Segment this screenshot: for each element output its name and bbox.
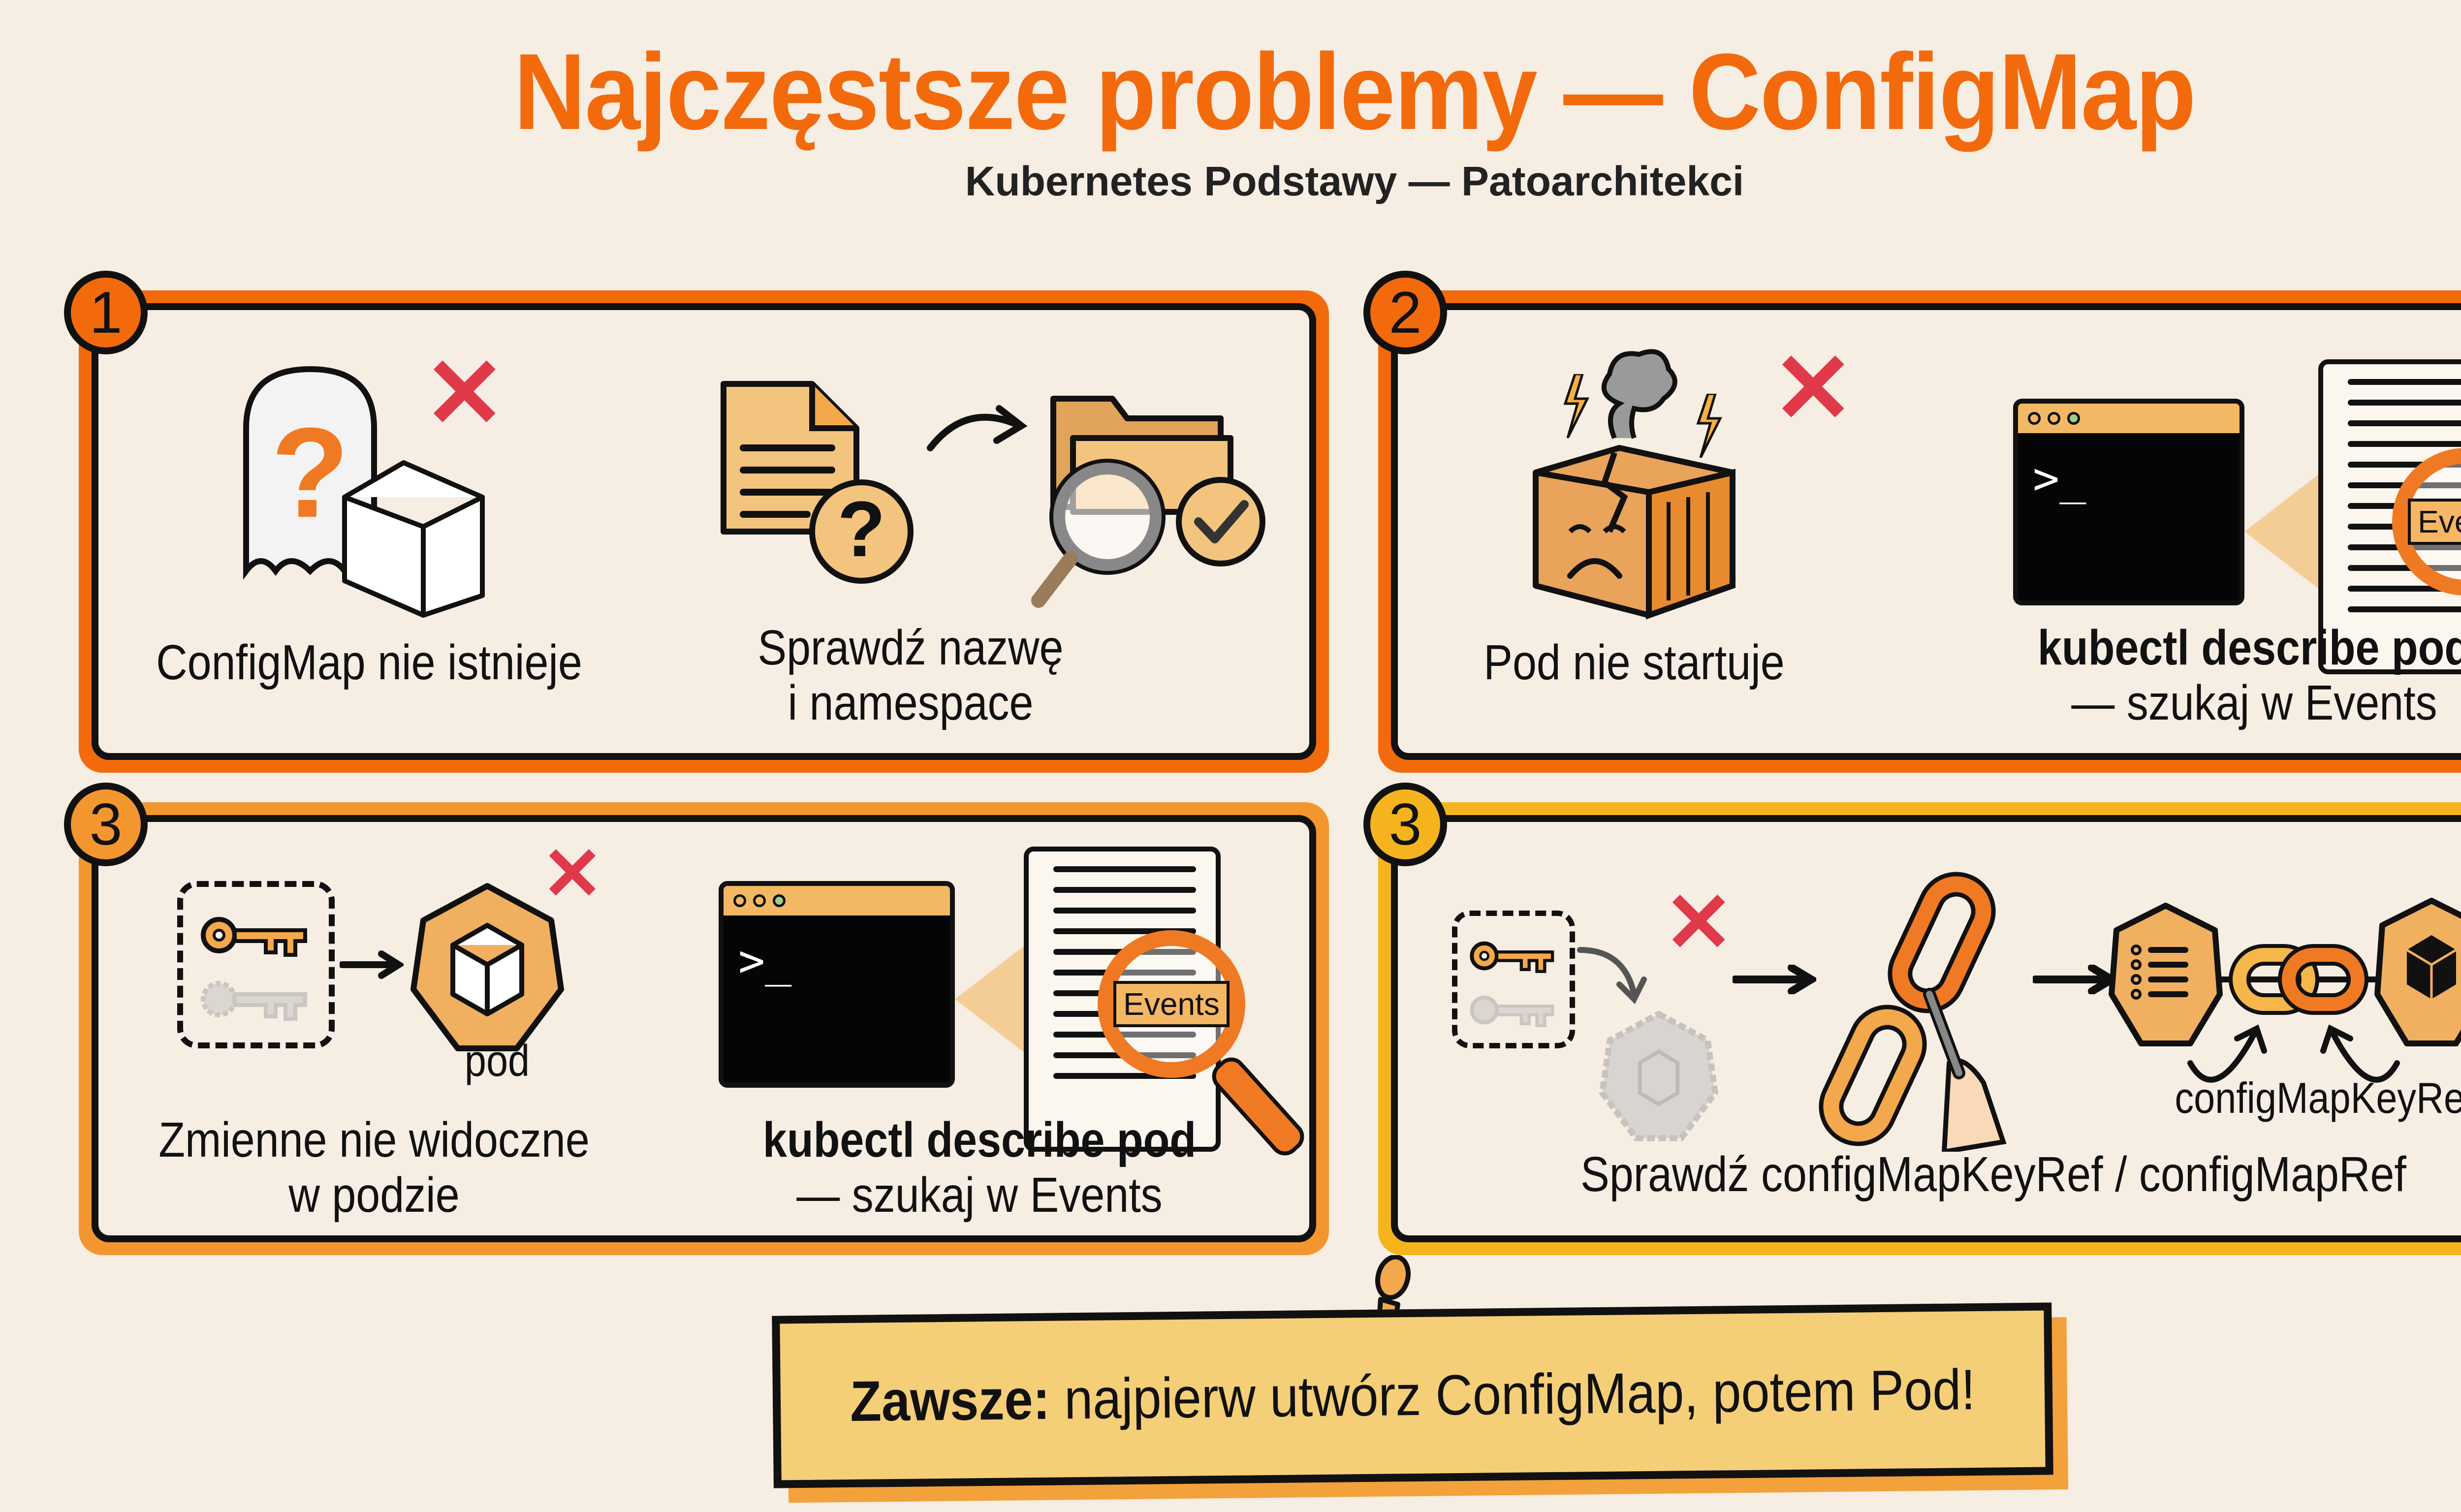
- key-icon: [201, 917, 307, 957]
- step-badge: 3: [1363, 783, 1447, 866]
- arrow-icon: [1733, 965, 1816, 994]
- curved-arrow-icon: [2187, 1024, 2267, 1083]
- problem-line-1: Zmienne nie widoczne: [158, 1112, 590, 1167]
- step-badge: 1: [64, 271, 148, 354]
- step-badge: 2: [1363, 271, 1447, 354]
- solution-command: kubectl describe pod: [762, 1112, 1197, 1167]
- dashed-key-container: [177, 881, 335, 1048]
- panel-3: 3 ✕ pod >_ Events Zmienne nie widoczne w…: [64, 783, 1329, 1255]
- reminder-bold: Zawsze:: [850, 1367, 1050, 1433]
- faded-key-icon: [201, 981, 307, 1021]
- svg-text:?: ?: [837, 485, 885, 573]
- checkmark-icon: [1176, 477, 1265, 567]
- document-question-icon: ?: [721, 381, 914, 584]
- panel-inner-border: [92, 303, 1316, 760]
- dashed-key-container: [1452, 911, 1575, 1048]
- terminal-prompt: >_: [738, 935, 792, 987]
- key-icon: [1470, 941, 1554, 973]
- problem-label: ConfigMap nie istnieje: [156, 635, 582, 690]
- panel-inner-border: [92, 815, 1316, 1242]
- window-dot: [2048, 412, 2060, 425]
- ref-label: configMapKeyRef: [2175, 1073, 2461, 1122]
- step-badge: 3: [64, 783, 148, 866]
- solution-line-2: — szukaj w Events: [2071, 675, 2437, 730]
- curved-arrow-icon: [1577, 947, 1647, 1004]
- terminal-icon: >_: [719, 881, 955, 1088]
- x-mark-icon: ✕: [1664, 876, 1734, 970]
- broken-box-icon: [1533, 445, 1735, 620]
- configmap-icon: [2109, 903, 2223, 1046]
- panel-inner-border: [1391, 815, 2461, 1242]
- scroll-line: [2348, 420, 2461, 426]
- panel-2: 2 ✕ >_ Events Pod nie startuje kubectl d…: [1363, 271, 2461, 773]
- magnifier-icon: [1031, 459, 1166, 608]
- x-mark-icon: ✕: [541, 832, 603, 915]
- problem-line-2: w podzie: [288, 1167, 460, 1223]
- broken-chain-icon: [1819, 872, 2007, 1152]
- pod-label: pod: [464, 1037, 530, 1086]
- events-tag: Events: [1113, 981, 1230, 1027]
- arrow-icon: [340, 950, 404, 979]
- pod-icon: [2374, 898, 2461, 1046]
- scroll-line: [2348, 441, 2461, 447]
- magnifier-icon: Events: [1098, 930, 1245, 1078]
- scroll-line: [1053, 908, 1196, 914]
- solution-label: kubectl describe pod — szukaj w Events: [2016, 620, 2461, 730]
- terminal-title-bar: [2018, 404, 2240, 433]
- scroll-line: [2348, 379, 2461, 385]
- arrow-icon: [927, 405, 1028, 451]
- solution-line-1: Sprawdź nazwę: [757, 620, 1064, 675]
- panel-inner-border: [1391, 303, 2461, 760]
- window-dot: [753, 894, 766, 907]
- problem-label: Pod nie startuje: [1483, 635, 1785, 690]
- reminder-body: najpierw utwórz ConfigMap, potem Pod!: [1049, 1357, 1976, 1431]
- solution-label: Sprawdź nazwę i namespace: [716, 620, 1105, 730]
- window-dot: [773, 894, 786, 907]
- faded-key-icon: [1470, 995, 1554, 1027]
- solution-command: kubectl describe pod: [2037, 620, 2461, 675]
- window-dot: [2067, 412, 2080, 425]
- scroll-line: [2348, 606, 2461, 612]
- arrow-icon: [2033, 965, 2116, 994]
- problem-label: Zmienne nie widoczne w podzie: [158, 1112, 591, 1223]
- x-mark-icon: ✕: [423, 339, 506, 448]
- svg-text:?: ?: [271, 402, 349, 544]
- panel-1: 1 ? ✕ ? ConfigMap nie istnieje Sprawdź n…: [64, 271, 1329, 773]
- scroll-line: [1053, 866, 1196, 872]
- faded-pod-icon: [1599, 1010, 1719, 1141]
- terminal-prompt: >_: [2033, 453, 2086, 504]
- terminal-icon: >_: [2013, 399, 2244, 605]
- solution-line-2: — szukaj w Events: [796, 1167, 1163, 1223]
- smoke-icon: [1601, 349, 1677, 439]
- window-dot: [2028, 412, 2041, 425]
- window-dot: [733, 894, 746, 907]
- solution-label: Sprawdź configMapKeyRef / configMapRef: [1580, 1147, 2406, 1202]
- chain-icon: [2220, 944, 2377, 1015]
- panel-4: 3 ✕: [1363, 783, 2461, 1255]
- solution-label: kubectl describe pod — szukaj w Events: [741, 1112, 1218, 1223]
- lightning-icon: [1563, 374, 1590, 438]
- scroll-line: [1053, 887, 1196, 893]
- page-title: Najczęstsze problemy — ConfigMap: [513, 31, 2196, 152]
- lightning-icon: [1696, 394, 1723, 458]
- events-tag: Events: [2408, 499, 2461, 545]
- page-subtitle: Kubernetes Podstawy — Patoarchitekci: [965, 158, 1744, 204]
- reminder-note: Zawsze: najpierw utwórz ConfigMap, potem…: [772, 1302, 2053, 1488]
- reminder-text: Zawsze: najpierw utwórz ConfigMap, potem…: [850, 1356, 1976, 1434]
- terminal-title-bar: [724, 886, 950, 915]
- pod-icon: [410, 883, 564, 1051]
- x-mark-icon: ✕: [1772, 334, 1855, 443]
- box-icon: [342, 460, 485, 618]
- curved-arrow-icon: [2320, 1024, 2400, 1083]
- solution-line-2: i namespace: [788, 675, 1034, 730]
- scroll-line: [2348, 400, 2461, 406]
